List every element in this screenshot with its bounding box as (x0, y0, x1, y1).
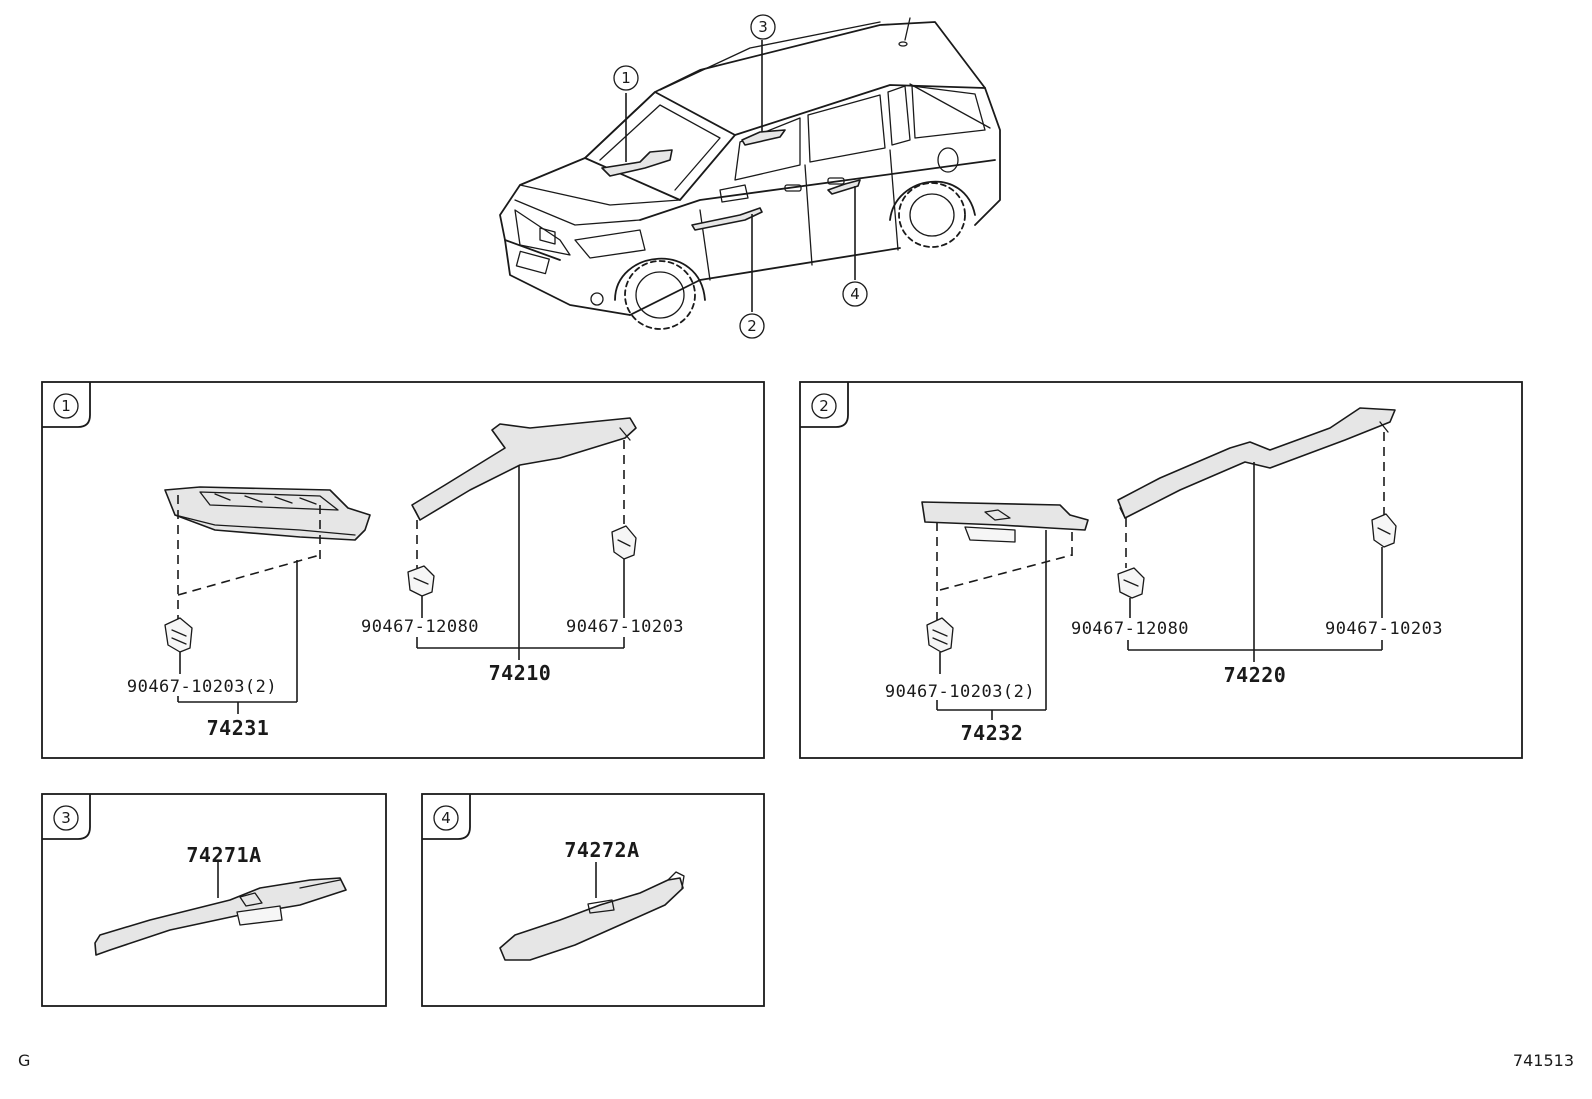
callout-3-vehicle: 3 (750, 14, 776, 40)
panel-2: 2 90467-10203(2) 74232 (799, 381, 1523, 759)
panel-3-callout: 3 (53, 805, 79, 831)
label-part-left-p2: 74232 (961, 721, 1024, 745)
panel-1: 1 90467-10203(2) 74231 (41, 381, 765, 759)
switch-base-74232 (921, 501, 1089, 543)
clip-90467-10203-p2a (926, 617, 954, 653)
armrest-74220 (1117, 407, 1396, 519)
svg-text:2: 2 (747, 317, 757, 335)
armrest-74272A (499, 871, 685, 961)
svg-text:2: 2 (819, 397, 829, 415)
callout-1-vehicle: 1 (613, 65, 639, 91)
clip-90467-10203-p1a (164, 617, 193, 653)
svg-text:4: 4 (850, 285, 860, 303)
footer-left-code: G (18, 1051, 30, 1070)
panel-4-callout: 4 (433, 805, 459, 831)
clip-90467-10203-p2b (1371, 513, 1397, 548)
clip-90467-12080-p2 (1117, 567, 1145, 599)
label-clip-left-p1: 90467-10203(2) (127, 677, 277, 697)
footer-figure-number: 741513 (1513, 1051, 1574, 1070)
clip-90467-10203-p1b (611, 525, 637, 560)
callout-2-vehicle: 2 (739, 313, 765, 339)
label-part-main-p1: 74210 (489, 661, 552, 685)
svg-text:1: 1 (621, 69, 631, 87)
label-clip-right-p1: 90467-10203 (566, 617, 684, 637)
armrest-74271A (94, 877, 347, 956)
switch-base-74231 (164, 486, 371, 541)
label-part-main-p4: 74272A (564, 838, 639, 862)
armrest-74210 (411, 417, 637, 521)
panel-2-callout: 2 (811, 393, 837, 419)
label-part-main-p2: 74220 (1224, 663, 1287, 687)
callout-4-vehicle: 4 (842, 281, 868, 307)
panel-1-callout: 1 (53, 393, 79, 419)
label-clip-left-p2: 90467-10203(2) (885, 682, 1035, 702)
label-clip-mid-p2: 90467-12080 (1071, 619, 1189, 639)
svg-text:3: 3 (758, 18, 768, 36)
label-clip-right-p2: 90467-10203 (1325, 619, 1443, 639)
svg-text:3: 3 (61, 809, 71, 827)
svg-text:1: 1 (61, 397, 71, 415)
svg-text:4: 4 (441, 809, 451, 827)
panel-3: 3 74271A (41, 793, 387, 1007)
vehicle-illustration (499, 17, 1001, 330)
clip-90467-12080 (407, 565, 435, 597)
panel-4: 4 74272A (421, 793, 765, 1007)
label-clip-mid-p1: 90467-12080 (361, 617, 479, 637)
label-part-left-p1: 74231 (207, 716, 270, 740)
label-part-main-p3: 74271A (186, 843, 261, 867)
